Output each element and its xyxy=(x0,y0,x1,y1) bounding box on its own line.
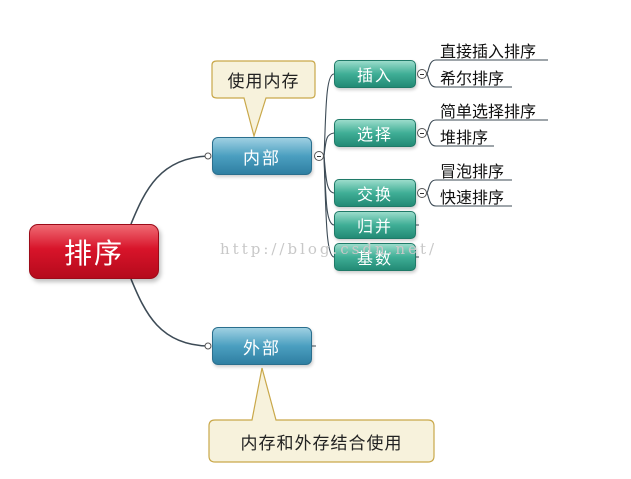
connector-dot-internal xyxy=(204,152,212,160)
callout-external-shape xyxy=(208,367,435,463)
connector-root-internal xyxy=(130,155,209,225)
watermark: http://blog.csdn.net/ xyxy=(220,240,438,258)
connector-root-external xyxy=(130,278,209,347)
branch-internal-label: 内部 xyxy=(243,148,281,169)
leaf-heap-sort[interactable]: 堆排序 xyxy=(440,128,489,147)
method-exchange[interactable]: 交换 xyxy=(334,179,416,207)
collapse-icon[interactable] xyxy=(417,69,427,79)
method-radix[interactable]: 基数 xyxy=(334,243,416,271)
branch-external[interactable]: 外部 xyxy=(212,327,312,365)
callout-external: 内存和外存结合使用 xyxy=(209,420,434,462)
connectors-methods-leaves xyxy=(426,59,548,207)
root-node[interactable]: 排序 xyxy=(29,224,159,279)
callout-internal: 使用内存 xyxy=(212,61,315,98)
collapse-icon[interactable] xyxy=(417,188,427,198)
method-selection[interactable]: 选择 xyxy=(334,119,416,147)
method-label: 交换 xyxy=(356,185,393,204)
leaf-shell-sort[interactable]: 希尔排序 xyxy=(440,69,505,88)
method-label: 插入 xyxy=(356,66,393,85)
method-label: 选择 xyxy=(356,125,393,144)
collapse-icon[interactable] xyxy=(417,128,427,138)
branch-internal[interactable]: 内部 xyxy=(212,137,312,175)
root-label: 排序 xyxy=(63,236,124,270)
leaf-quick-sort[interactable]: 快速排序 xyxy=(440,188,505,207)
leaf-simple-selection[interactable]: 简单选择排序 xyxy=(440,102,537,121)
method-label: 归并 xyxy=(356,217,393,236)
callout-internal-text: 使用内存 xyxy=(227,72,300,92)
connector-dot-external xyxy=(204,342,212,350)
method-insertion[interactable]: 插入 xyxy=(334,60,416,88)
method-merge[interactable]: 归并 xyxy=(334,211,416,239)
callout-internal-shape xyxy=(211,60,316,139)
method-label: 基数 xyxy=(356,249,393,268)
collapse-icon[interactable] xyxy=(314,151,324,161)
callout-external-text: 内存和外存结合使用 xyxy=(240,433,403,454)
branch-external-label: 外部 xyxy=(243,338,281,359)
connectors-internal-methods xyxy=(323,73,335,258)
leaf-bubble-sort[interactable]: 冒泡排序 xyxy=(440,162,505,181)
leaf-straight-insertion[interactable]: 直接插入排序 xyxy=(440,42,537,61)
